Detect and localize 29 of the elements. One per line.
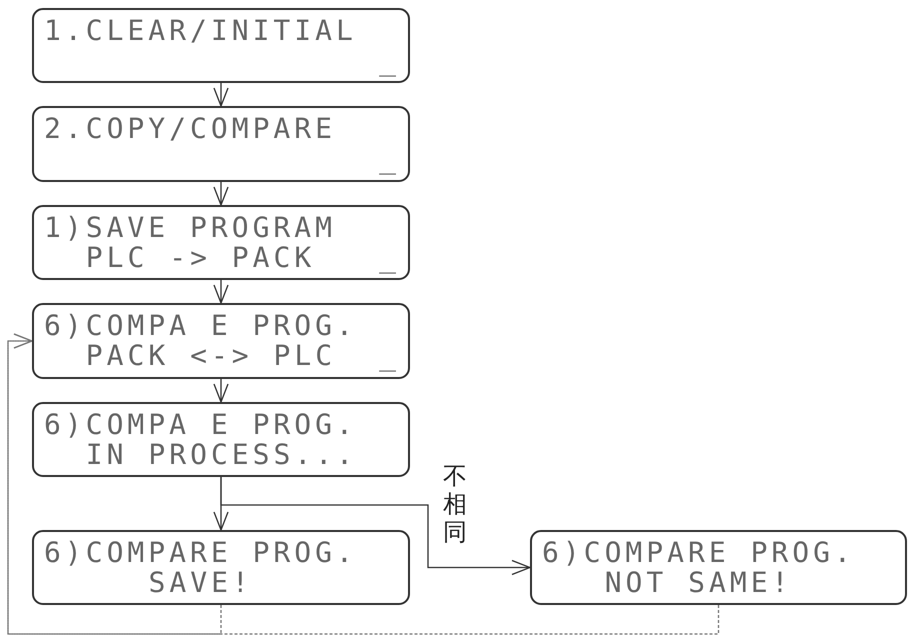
arrow [213, 83, 229, 107]
cursor-mark: _ [379, 243, 400, 273]
display-line: IN PROCESS... [86, 440, 357, 470]
display-line: 2.COPY/COMPARE [44, 114, 336, 144]
arrow [220, 477, 531, 576]
lcd-display-box [32, 303, 410, 379]
arrow [213, 182, 229, 206]
display-line: 1.CLEAR/INITIAL [44, 16, 357, 46]
display-line: 6)COMPA E PROG. [44, 410, 357, 440]
cursor-mark: _ [379, 144, 400, 174]
dashed-arrow [7, 333, 720, 635]
display-line: 6)COMPARE PROG. [542, 538, 855, 568]
lcd-display-box [32, 8, 410, 83]
lcd-display-box [32, 402, 410, 477]
lcd-display-box [32, 106, 410, 182]
lcd-display-box [32, 530, 410, 605]
cursor-mark: _ [379, 46, 400, 76]
display-line: 6)COMPA E PROG. [44, 311, 357, 341]
arrow [213, 379, 229, 403]
arrow [213, 280, 229, 304]
display-line: SAVE! [148, 568, 253, 598]
display-line: PACK <-> PLC [86, 341, 336, 371]
display-line: 6)COMPARE PROG. [44, 538, 357, 568]
lcd-display-box [530, 530, 907, 605]
lcd-display-box [32, 205, 410, 280]
display-line: 1)SAVE PROGRAM [44, 213, 336, 243]
display-line: NOT SAME! [604, 568, 792, 598]
cursor-mark: _ [379, 341, 400, 371]
display-line: PLC -> PACK [86, 243, 316, 273]
